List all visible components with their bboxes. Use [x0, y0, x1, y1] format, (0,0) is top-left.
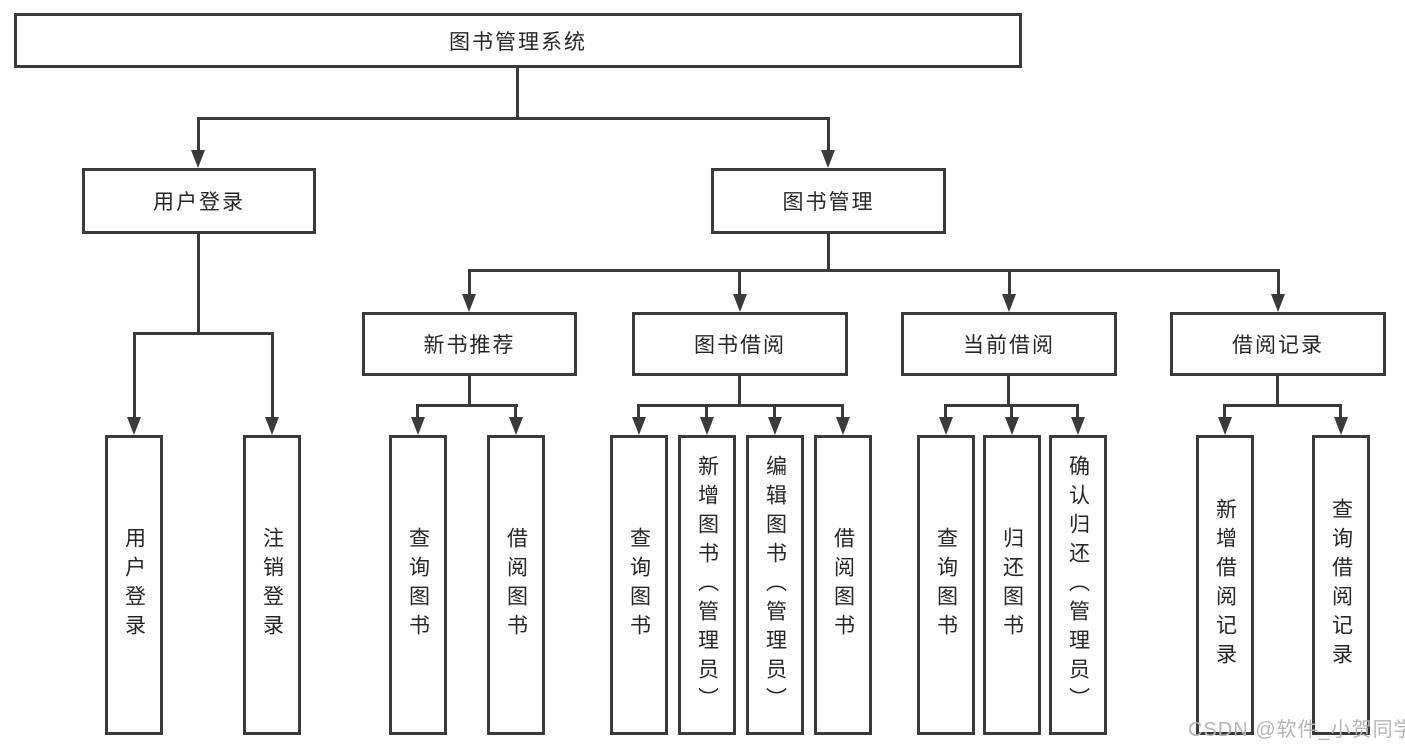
connector-line [1007, 376, 1010, 406]
connector-line [738, 269, 741, 295]
node-user-login-label: 用户登录 [153, 191, 245, 214]
arrow-down-icon [768, 417, 782, 435]
connector-line [841, 404, 844, 418]
node-book-borrow: 图书借阅 [632, 312, 848, 376]
leaf-return-books: 归还图书 [983, 435, 1041, 735]
leaf-return-books-label: 归还图书 [1000, 527, 1024, 643]
connector-line [197, 117, 830, 120]
connector-line [1008, 269, 1011, 295]
connector-line [738, 376, 741, 406]
connector-line [944, 404, 947, 418]
connector-line [1223, 404, 1342, 407]
arrow-down-icon [462, 294, 476, 312]
arrow-down-icon [1271, 294, 1285, 312]
leaf-borrow-books-recommend: 借阅图书 [487, 435, 545, 735]
leaf-query-books-borrow: 查询图书 [610, 435, 668, 735]
node-current-borrow: 当前借阅 [901, 312, 1117, 376]
arrow-down-icon [836, 417, 850, 435]
connector-line [1010, 404, 1013, 418]
node-user-login: 用户登录 [82, 168, 316, 234]
leaf-add-borrow-record: 新增借阅记录 [1196, 435, 1254, 735]
leaf-query-books-current: 查询图书 [917, 435, 975, 735]
node-book-management-label: 图书管理 [782, 191, 875, 214]
arrow-down-icon [191, 150, 205, 168]
arrow-down-icon [509, 417, 523, 435]
arrow-down-icon [733, 294, 747, 312]
connector-line [468, 376, 471, 406]
leaf-borrow-books-label: 借阅图书 [831, 527, 855, 643]
leaf-borrow-books: 借阅图书 [814, 435, 872, 735]
connector-line [637, 404, 844, 407]
leaf-confirm-return-admin: 确认归还（管理员） [1049, 435, 1107, 735]
connector-line [1076, 404, 1079, 418]
connector-line [514, 404, 517, 418]
connector-line [1223, 404, 1226, 418]
connector-line [416, 404, 518, 407]
leaf-logout: 注销登录 [243, 435, 301, 735]
connector-line [416, 404, 419, 418]
node-root-label: 图书管理系统 [449, 30, 587, 54]
watermark: CSDN @软件_小贺同学 [1188, 719, 1405, 741]
leaf-query-borrow-record: 查询借阅记录 [1312, 435, 1370, 735]
connector-line [197, 117, 200, 151]
leaf-logout-label: 注销登录 [260, 527, 284, 643]
connector-line [1277, 269, 1280, 295]
leaf-add-books-admin: 新增图书（管理员） [678, 435, 736, 735]
connector-line [468, 269, 1280, 272]
leaf-edit-books-admin-label: 编辑图书（管理员） [763, 454, 787, 716]
connector-line [133, 332, 274, 335]
node-borrow-records-label: 借阅记录 [1232, 334, 1324, 357]
arrow-down-icon [1002, 294, 1016, 312]
connector-line [637, 404, 640, 418]
leaf-add-books-admin-label: 新增图书（管理员） [695, 454, 719, 716]
arrow-down-icon [1005, 417, 1019, 435]
node-new-book-recommend-label: 新书推荐 [423, 334, 516, 357]
connector-line [271, 332, 274, 418]
connector-line [197, 234, 200, 335]
leaf-query-books-borrow-label: 查询图书 [627, 527, 651, 643]
arrow-down-icon [411, 417, 425, 435]
connector-line [827, 117, 830, 151]
connector-line [133, 332, 136, 418]
arrow-down-icon [1218, 417, 1232, 435]
arrow-down-icon [127, 417, 141, 435]
leaf-user-login-label: 用户登录 [122, 527, 146, 643]
node-current-borrow-label: 当前借阅 [963, 334, 1055, 357]
connector-line [1276, 376, 1279, 406]
node-new-book-recommend: 新书推荐 [362, 312, 577, 376]
leaf-add-borrow-record-label: 新增借阅记录 [1213, 498, 1237, 672]
leaf-query-books-recommend: 查询图书 [389, 435, 447, 735]
leaf-query-borrow-record-label: 查询借阅记录 [1329, 498, 1353, 672]
connector-line [705, 404, 708, 418]
leaf-query-books-current-label: 查询图书 [934, 527, 958, 643]
arrow-down-icon [632, 417, 646, 435]
leaf-confirm-return-admin-label: 确认归还（管理员） [1066, 454, 1090, 716]
arrow-down-icon [1071, 417, 1085, 435]
connector-line [773, 404, 776, 418]
connector-line [827, 234, 830, 272]
leaf-borrow-books-recommend-label: 借阅图书 [504, 527, 528, 643]
connector-line [1339, 404, 1342, 418]
node-book-borrow-label: 图书借阅 [694, 334, 786, 357]
leaf-edit-books-admin: 编辑图书（管理员） [746, 435, 804, 735]
arrow-down-icon [700, 417, 714, 435]
leaf-query-books-recommend-label: 查询图书 [406, 527, 430, 643]
node-book-management: 图书管理 [711, 168, 946, 234]
arrow-down-icon [265, 417, 279, 435]
arrow-down-icon [821, 150, 835, 168]
leaf-user-login: 用户登录 [105, 435, 163, 735]
node-root: 图书管理系统 [14, 13, 1022, 68]
arrow-down-icon [939, 417, 953, 435]
arrow-down-icon [1334, 417, 1348, 435]
node-borrow-records: 借阅记录 [1170, 312, 1386, 376]
connector-line [516, 68, 519, 120]
connector-line [468, 269, 471, 295]
